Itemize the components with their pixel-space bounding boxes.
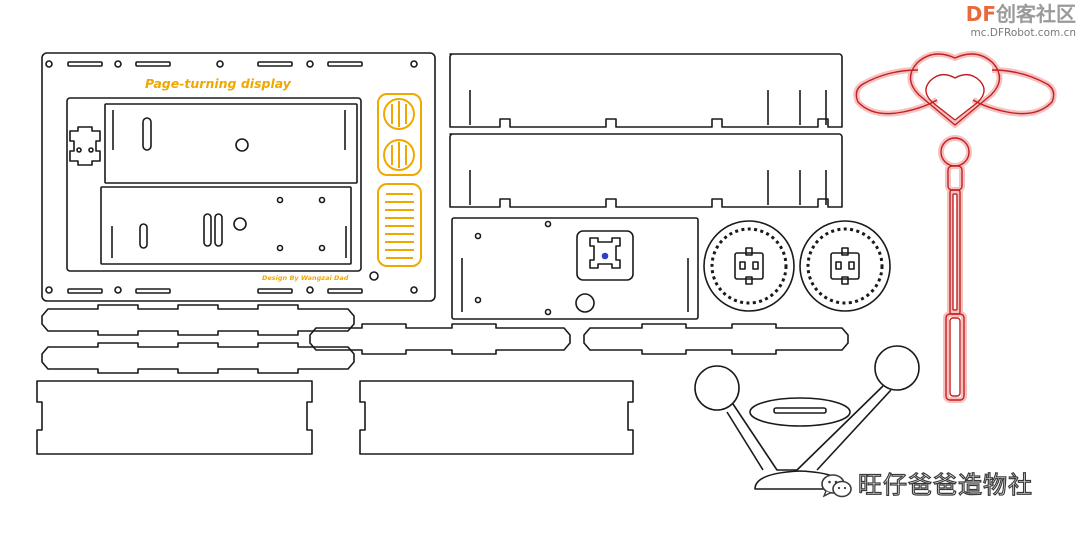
front-panel [41,52,436,302]
strip-right [583,323,849,355]
heart-wand [853,51,1057,403]
brand-suffix: 创客社区 [996,2,1076,26]
strip-left-2 [41,342,355,374]
center-dot [601,252,609,260]
side-board-2 [449,133,843,208]
panel-credit: Design By Wangzai Dad [262,274,349,282]
dial-disc-1 [703,220,795,312]
wechat-watermark: 旺仔爸爸造物社 [820,466,1060,506]
brand-url: mc.DFRobot.com.cn [970,27,1076,39]
wand-stand [694,345,920,490]
base-box-right [359,380,634,455]
strip-left-1 [41,304,355,336]
base-box-left [36,380,313,455]
side-board-1 [449,53,843,128]
brand-prefix: DF [965,2,996,26]
brand-watermark: DF创客社区 [962,2,1076,26]
back-panel [451,217,699,320]
engraved-knobs [377,93,422,267]
panel-title: Page-turning display [145,76,292,91]
wechat-account: 旺仔爸爸造物社 [857,470,1033,499]
wechat-icon [821,474,852,498]
dial-disc-2 [799,220,891,312]
strip-middle [309,323,571,355]
